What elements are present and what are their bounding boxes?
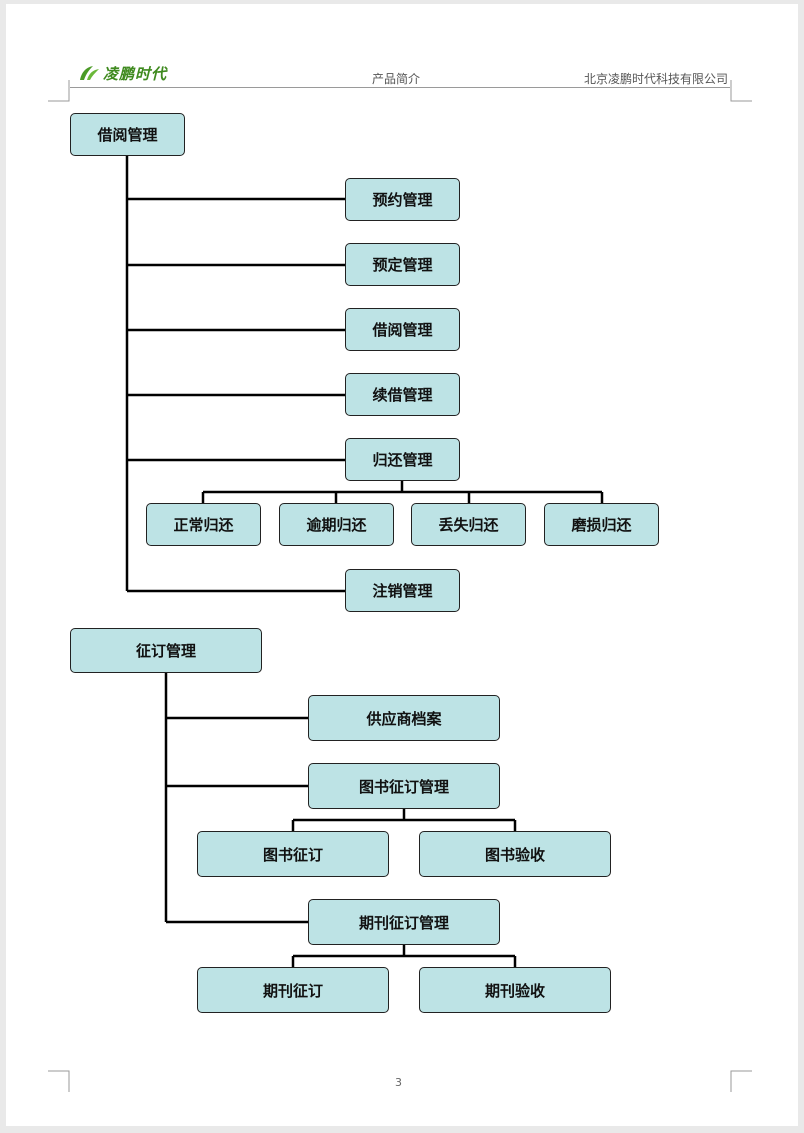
node-borrow: 借阅管理 <box>345 308 460 351</box>
logo-text: 凌鹏时代 <box>103 64 168 83</box>
node-book-acceptance: 图书验收 <box>419 831 611 877</box>
node-renew: 续借管理 <box>345 373 460 416</box>
crop-mark-bottom-left <box>48 1070 70 1092</box>
node-return-overdue: 逾期归还 <box>279 503 394 546</box>
node-return: 归还管理 <box>345 438 460 481</box>
node-return-damaged: 磨损归还 <box>544 503 659 546</box>
node-book-order: 图书征订 <box>197 831 389 877</box>
node-supplier-archive: 供应商档案 <box>308 695 500 741</box>
page-number: 3 <box>395 1076 402 1089</box>
crop-mark-bottom-right <box>730 1070 752 1092</box>
node-reservation: 预约管理 <box>345 178 460 221</box>
header-company: 北京凌鹏时代科技有限公司 <box>584 72 729 86</box>
header-title: 产品简介 <box>372 72 421 86</box>
leaf-logo-icon <box>80 66 99 80</box>
node-return-lost: 丢失归还 <box>411 503 526 546</box>
node-borrowing-root: 借阅管理 <box>70 113 185 156</box>
node-book-order-mgmt: 图书征订管理 <box>308 763 500 809</box>
node-periodical-acceptance: 期刊验收 <box>419 967 611 1013</box>
node-ordering-root: 征订管理 <box>70 628 262 673</box>
node-booking: 预定管理 <box>345 243 460 286</box>
crop-mark-top-left <box>48 80 70 102</box>
node-return-normal: 正常归还 <box>146 503 261 546</box>
crop-mark-top-right <box>730 80 752 102</box>
node-periodical-order: 期刊征订 <box>197 967 389 1013</box>
header-rule <box>70 87 730 88</box>
node-cancel: 注销管理 <box>345 569 460 612</box>
company-logo: 凌鹏时代 <box>78 62 167 84</box>
node-periodical-order-mgmt: 期刊征订管理 <box>308 899 500 945</box>
